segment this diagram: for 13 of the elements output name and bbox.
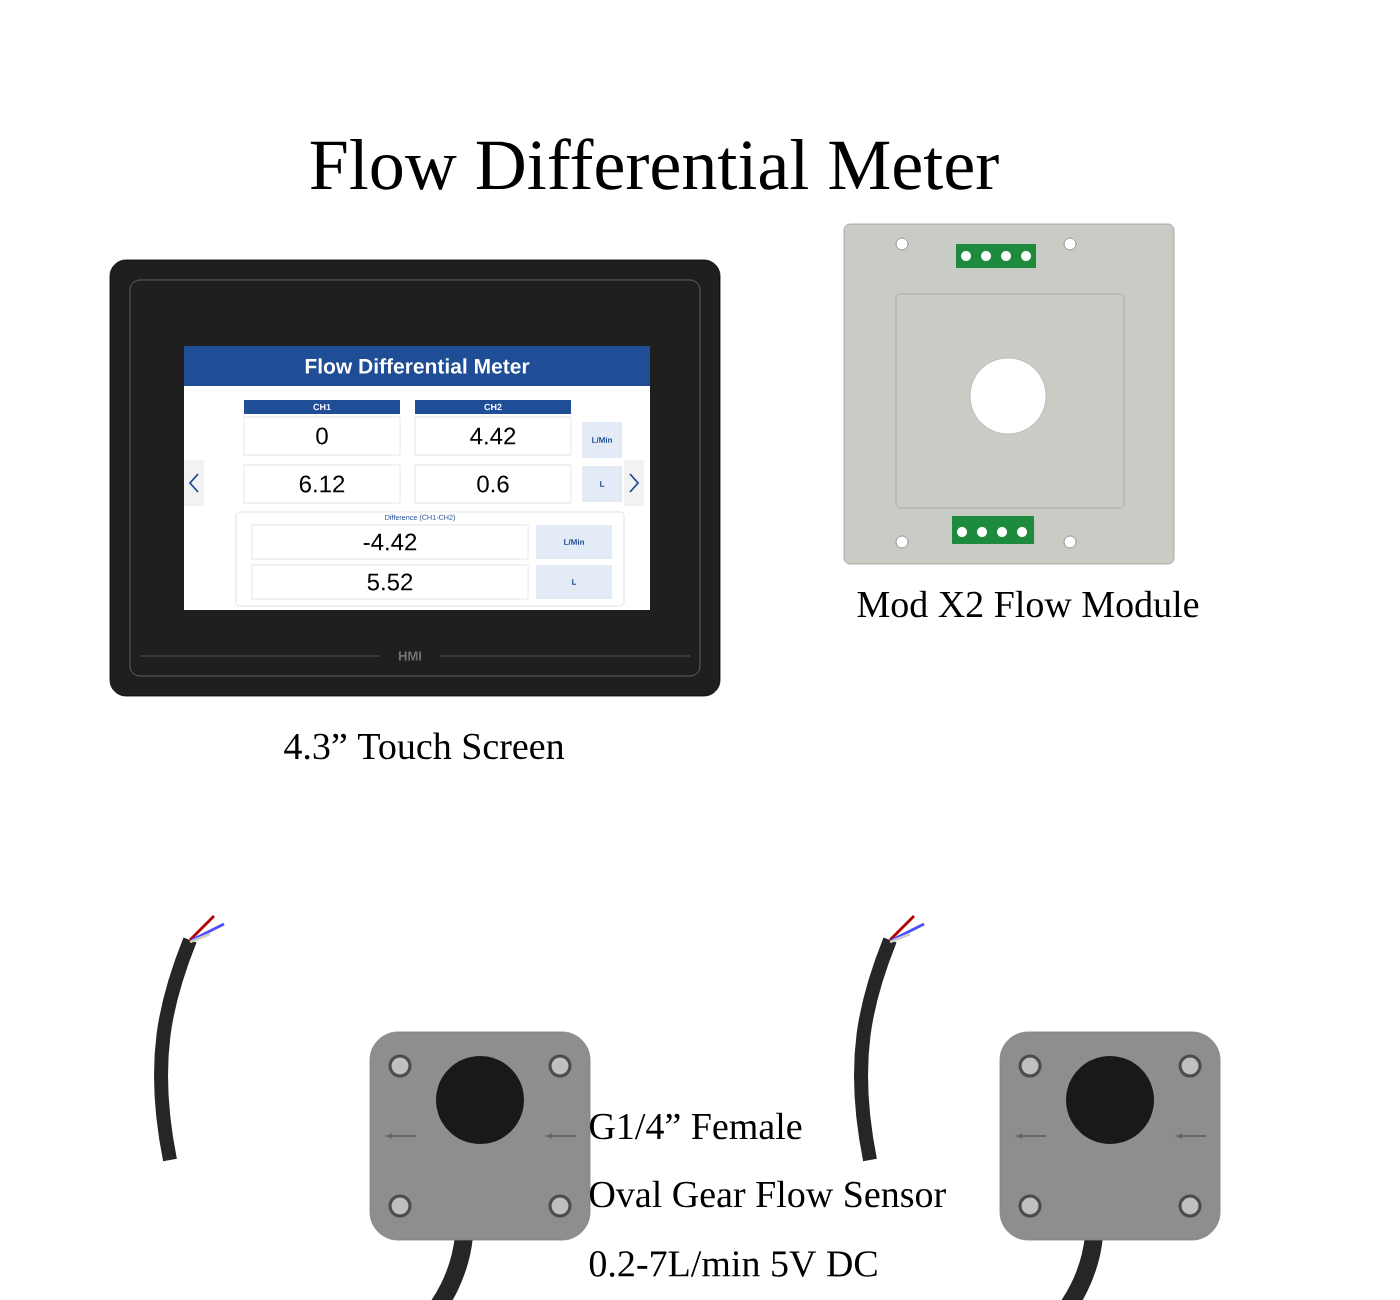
caption: Oval Gear Flow Sensor — [590, 1180, 946, 1208]
value-cell: 6.12 — [243, 464, 401, 504]
caption: 4.3” Touch Screen — [284, 732, 565, 760]
caption: Mod X2 Flow Module — [857, 590, 1199, 618]
value-cell: 4.42 — [414, 416, 572, 456]
value-cell: 5.52 — [251, 564, 529, 600]
value-cell: 0 — [243, 416, 401, 456]
screen-header: Flow Differential Meter — [184, 346, 650, 386]
caption: 0.2-7L/min 5V DC — [589, 1251, 877, 1277]
value-cell: -4.42 — [251, 524, 529, 560]
title: Flow Differential Meter — [310, 138, 999, 190]
value-cell: 0.6 — [414, 464, 572, 504]
caption: G1/4” Female — [590, 1112, 802, 1140]
